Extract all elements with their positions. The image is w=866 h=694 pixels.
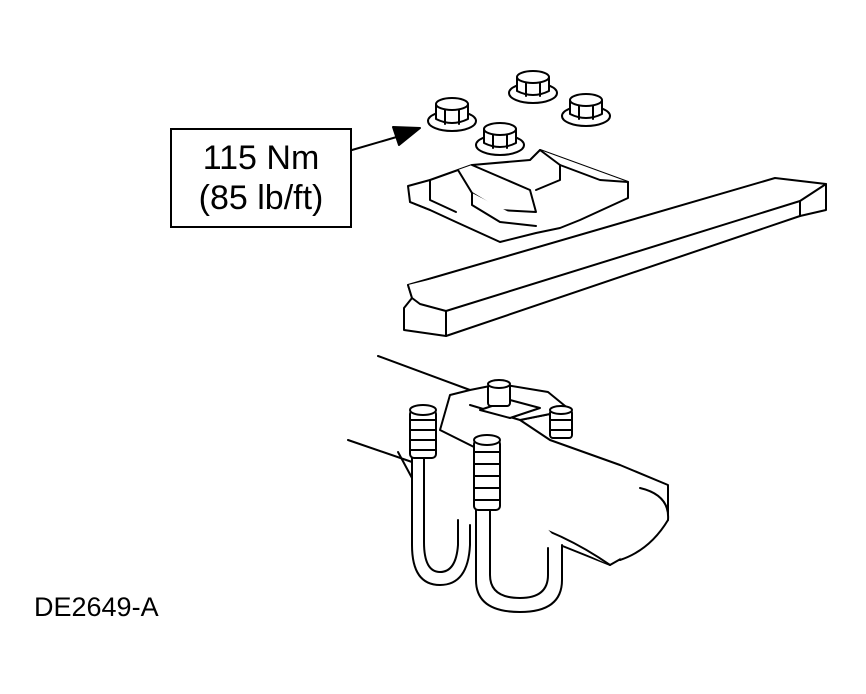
leaf-spring [403,177,827,337]
u-bolt-back-stud [487,379,573,439]
callout-arrow [351,126,421,151]
nut-2 [508,70,558,104]
axle-tube [347,355,471,479]
torque-lbft-label: (85 lb/ft) [198,179,324,217]
nut-3 [561,93,611,127]
torque-callout-box: 115 Nm (85 lb/ft) [170,128,352,228]
nut-1 [427,97,477,132]
torque-nm-label: 115 Nm [202,139,320,177]
figure-id: DE2649-A [34,592,159,622]
nut-4 [475,122,525,156]
u-bolt-left [409,404,471,586]
clamp-plate [407,149,629,243]
u-bolt-front [473,434,563,613]
